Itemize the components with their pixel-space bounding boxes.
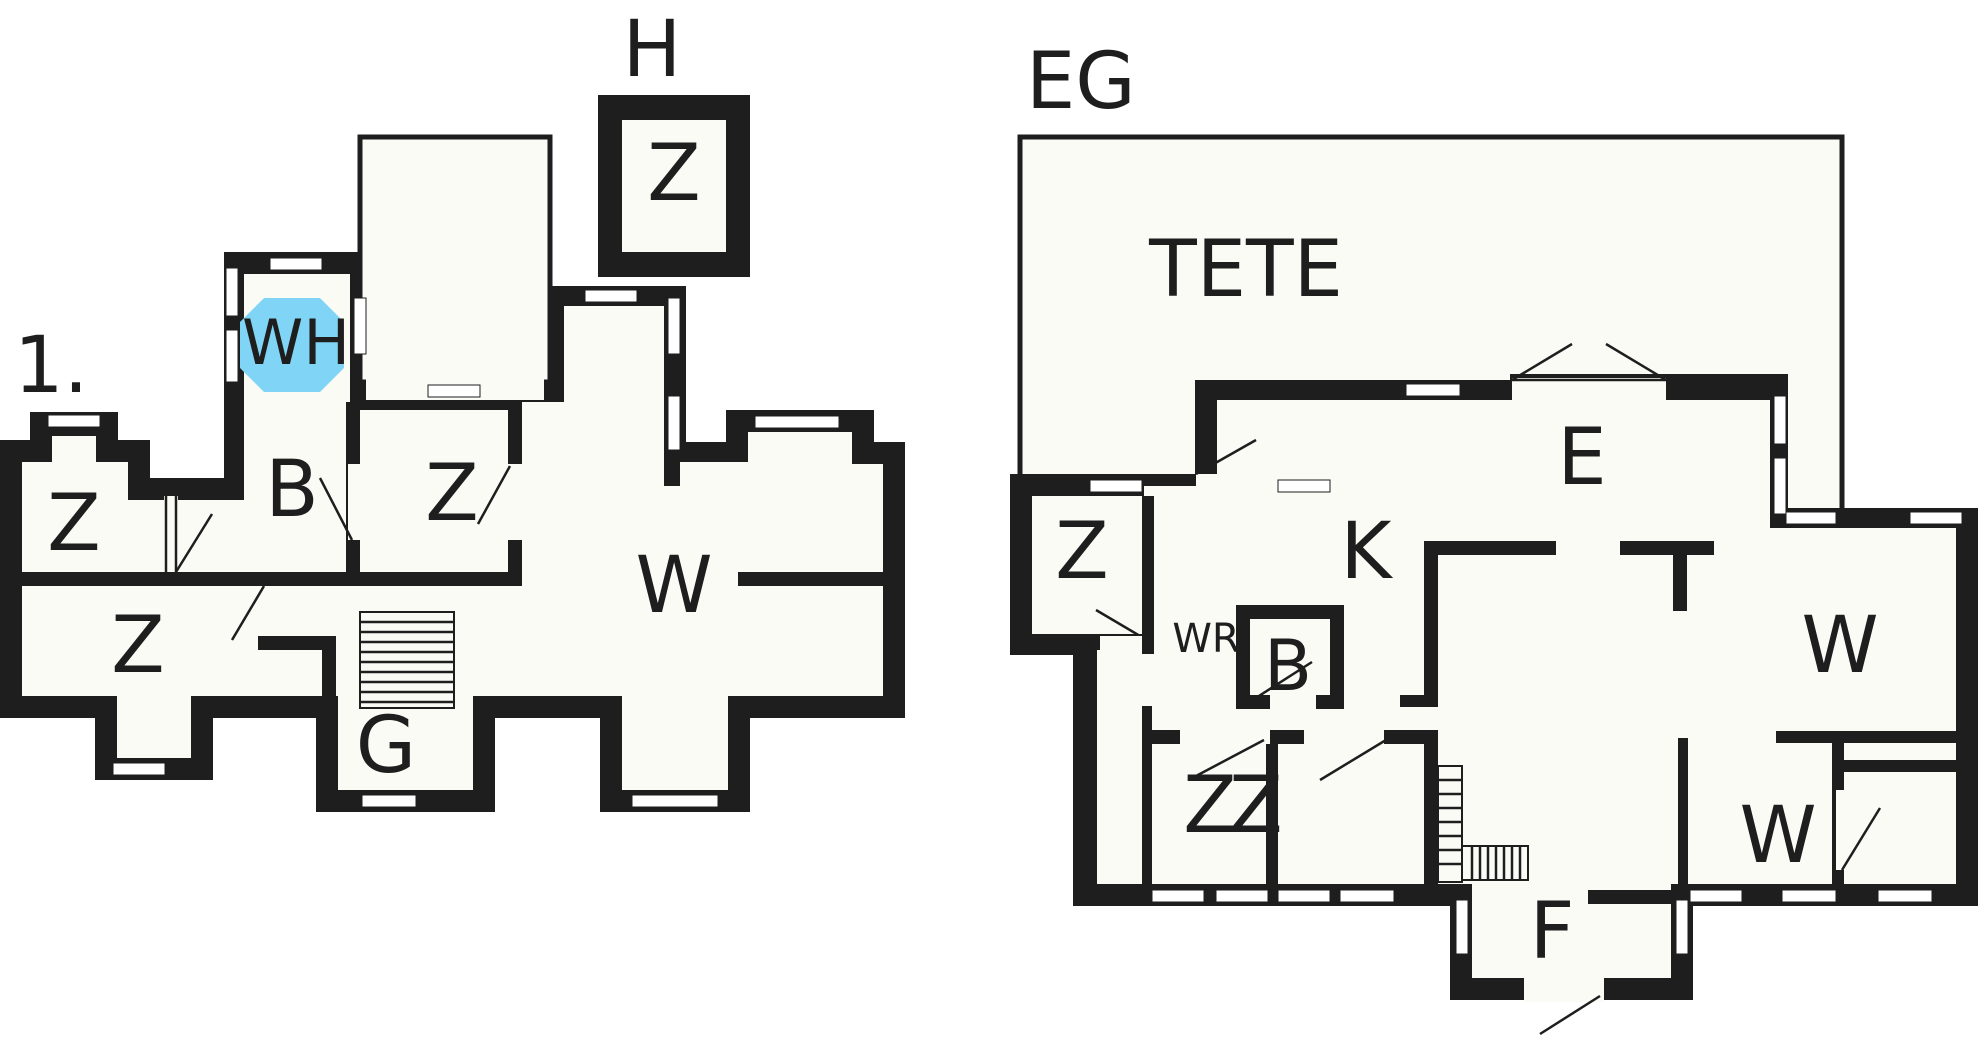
window	[225, 267, 239, 317]
room-label: Z	[647, 129, 700, 219]
window	[1277, 479, 1331, 493]
window	[667, 395, 681, 451]
window	[1785, 511, 1837, 525]
window	[361, 794, 417, 808]
window	[47, 414, 101, 428]
room-label: Z	[1183, 761, 1236, 851]
window	[1405, 383, 1461, 397]
window	[667, 297, 681, 355]
window	[631, 794, 719, 808]
washroom-label: WR	[1172, 616, 1239, 662]
window	[1689, 889, 1743, 903]
attic-floor-title: H	[623, 5, 682, 95]
window	[584, 289, 638, 303]
door-swing	[1247, 660, 1313, 705]
door-swing	[230, 585, 266, 641]
room-label: Z	[1229, 761, 1282, 851]
attic-interior	[622, 120, 726, 252]
window	[1151, 889, 1205, 903]
window	[1773, 457, 1787, 515]
upper-floor-title: 1.	[14, 321, 88, 411]
window	[427, 384, 481, 398]
upper-floor-plan	[0, 134, 905, 812]
room-label: E	[1557, 413, 1606, 503]
stairs-icon	[359, 611, 455, 709]
window	[1277, 889, 1331, 903]
room-label: G	[356, 701, 416, 791]
window	[1675, 899, 1689, 955]
window	[754, 415, 840, 429]
door-swing	[1095, 608, 1141, 638]
room-label: Z	[1055, 507, 1108, 597]
ground-interior-wall	[1424, 541, 1556, 555]
room-label: TETE	[1148, 225, 1343, 315]
window	[269, 257, 323, 271]
attic-floor-plan	[598, 95, 750, 277]
door-swing	[476, 465, 512, 525]
room-label: B	[1264, 625, 1312, 707]
window	[1089, 479, 1143, 493]
door-swing	[1195, 738, 1265, 778]
room-label: F	[1530, 887, 1575, 977]
bathtub-fixture-icon	[240, 298, 344, 392]
ground-floor-interior	[1032, 400, 1956, 978]
window	[1877, 889, 1933, 903]
window	[1773, 395, 1787, 445]
upper-interior-wall	[22, 572, 522, 586]
door-swing	[1605, 342, 1667, 382]
room-label: K	[1340, 507, 1393, 597]
window	[1781, 889, 1837, 903]
ground-floor-plan	[1010, 134, 1978, 1036]
door-swing	[1195, 438, 1257, 476]
window	[353, 297, 367, 355]
window	[112, 762, 166, 776]
door-swing	[1319, 738, 1387, 782]
room-label: W	[1739, 791, 1816, 881]
door-swing	[318, 477, 354, 541]
window	[1339, 889, 1395, 903]
bathroom-label: WH	[242, 306, 350, 379]
door-swing	[1511, 342, 1573, 382]
room-label: B	[265, 445, 319, 535]
window	[1215, 889, 1269, 903]
door-swing	[1840, 807, 1882, 871]
door-swing	[1539, 994, 1601, 1036]
room-label: W	[635, 541, 712, 631]
stairs-icon	[1437, 765, 1529, 883]
upper-floor-interior	[22, 274, 883, 790]
window	[1455, 899, 1469, 955]
window	[225, 329, 239, 383]
window	[1909, 511, 1963, 525]
room-label: W	[1801, 601, 1878, 691]
door-swing	[174, 513, 214, 573]
room-label: Z	[425, 449, 478, 539]
ground-floor-title: EG	[1026, 37, 1136, 127]
room-label: Z	[47, 479, 100, 569]
room-label: Z	[111, 601, 164, 691]
